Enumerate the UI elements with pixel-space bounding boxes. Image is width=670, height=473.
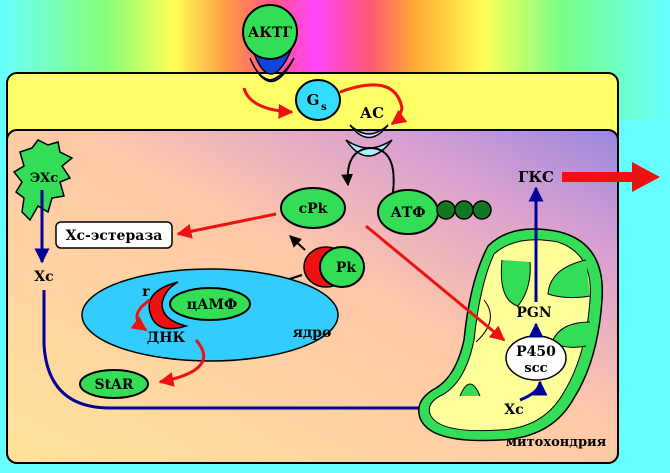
- ehc-label: ЭХс: [30, 171, 58, 186]
- camp-node: [169, 287, 251, 321]
- arrow-gks-out: [562, 162, 660, 192]
- hc-esterase-box: [55, 221, 173, 249]
- r-receptor: [148, 281, 189, 330]
- p450-line2: scc: [524, 361, 547, 376]
- dna-label: ДНК: [147, 330, 186, 346]
- r-label: r: [142, 284, 150, 300]
- arrow-pk-to-cpk: [289, 235, 306, 251]
- arrow-r-to-dna: [130, 298, 151, 332]
- acth-label: АКТГ: [248, 25, 293, 41]
- camp-label: цАМФ: [187, 297, 238, 313]
- phosphate-1: [436, 200, 456, 220]
- arrow-hc-to-p450: [519, 380, 548, 402]
- mitochondria: [418, 228, 604, 442]
- cpk-node: [280, 187, 346, 229]
- gs-protein: [295, 79, 341, 121]
- star-protein: [79, 369, 149, 399]
- arrow-cpk-to-p450: [365, 224, 506, 342]
- star-label: StAR: [94, 377, 133, 393]
- arrow-atp-through-ac: [341, 146, 395, 201]
- gs-subscript: s: [321, 102, 327, 113]
- arrow-cpk-to-esterase: [176, 212, 277, 239]
- hc-left-label: Хс: [34, 269, 53, 285]
- hc-mito-label: Хс: [504, 402, 523, 418]
- atp-label: АТФ: [390, 205, 425, 221]
- mitochondria-label: митохондрия: [506, 435, 607, 450]
- arrow-hc-to-mitochondria: [42, 290, 486, 416]
- p450-line1: P450: [516, 344, 556, 360]
- phosphate-2: [454, 200, 474, 220]
- ac-label: АС: [360, 104, 384, 122]
- ehc-cholesterol-ester-droplet: [12, 139, 74, 222]
- nucleus-label: ядро: [293, 325, 332, 341]
- arrow-receptor-to-gs: [242, 87, 294, 119]
- arrow-dna-to-star: [158, 339, 206, 387]
- gs-label: G: [307, 91, 320, 109]
- pk-label: Pk: [336, 260, 357, 276]
- cpk-label: cPk: [299, 201, 328, 217]
- pk-node: [319, 246, 365, 288]
- hc-esterase-label: Хс-эстераза: [66, 228, 163, 244]
- pgn-label: PGN: [516, 305, 551, 321]
- phosphate-3: [472, 200, 492, 220]
- acth-hormone: [242, 4, 298, 60]
- gks-label: ГКС: [518, 168, 554, 186]
- arrow-gs-to-ac: [339, 83, 408, 126]
